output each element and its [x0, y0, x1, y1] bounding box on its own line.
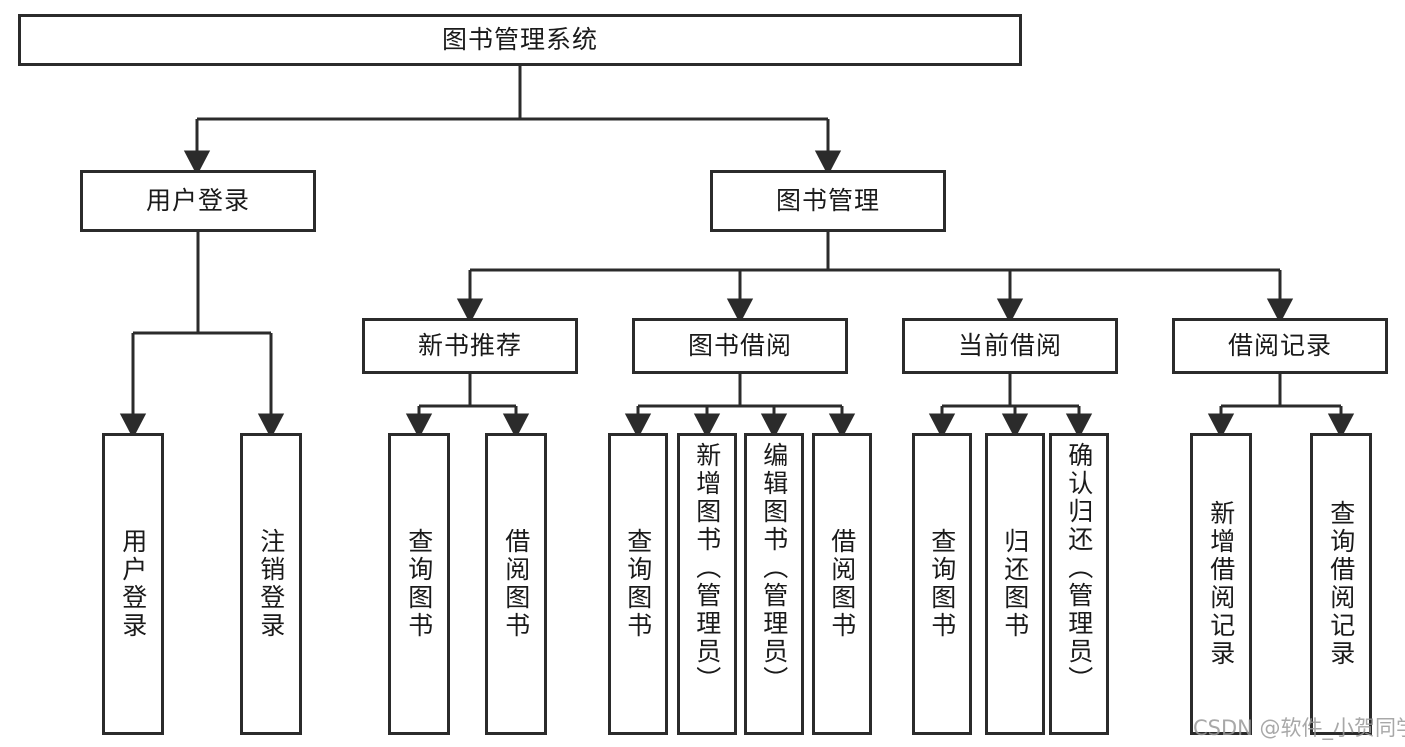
node-book-borrow[interactable]: 图书借阅	[632, 318, 848, 374]
leaf-query-book-current[interactable]: 查询图书	[912, 433, 972, 735]
leaf-query-book-borrow[interactable]: 查询图书	[608, 433, 668, 735]
node-label: 图书管理	[775, 186, 880, 216]
node-borrow-record[interactable]: 借阅记录	[1172, 318, 1388, 374]
leaf-user-login[interactable]: 用户登录	[102, 433, 164, 735]
node-label: 查询图书	[927, 528, 957, 640]
node-label: 查询借阅记录	[1326, 500, 1356, 668]
leaf-return-book[interactable]: 归还图书	[985, 433, 1045, 735]
edges-bookmanage-to-level3	[456, 232, 1294, 324]
node-label: 借阅图书	[501, 528, 531, 640]
edges-root-to-level2	[183, 66, 842, 176]
node-label: 归还图书	[1000, 528, 1030, 640]
node-label: 用户登录	[145, 186, 250, 216]
node-label: 查询图书	[623, 528, 653, 640]
node-book-manage[interactable]: 图书管理	[710, 170, 946, 232]
node-label: 当前借阅	[957, 331, 1062, 361]
node-label: 新增图书（管理员）	[692, 442, 722, 694]
edges-newbook-to-leaves	[405, 374, 530, 439]
node-label: 用户登录	[118, 528, 148, 640]
leaf-confirm-return-admin[interactable]: 确认归还（管理员）	[1049, 433, 1109, 735]
node-label: 新增借阅记录	[1206, 500, 1236, 668]
leaf-query-borrow-record[interactable]: 查询借阅记录	[1310, 433, 1372, 735]
node-label: 借阅记录	[1227, 331, 1332, 361]
node-label: 图书管理系统	[441, 25, 598, 55]
leaf-edit-book-admin[interactable]: 编辑图书（管理员）	[744, 433, 804, 735]
node-new-book-recommend[interactable]: 新书推荐	[362, 318, 578, 374]
node-label: 借阅图书	[827, 528, 857, 640]
leaf-borrow-book-new-book[interactable]: 借阅图书	[485, 433, 547, 735]
leaf-add-book-admin[interactable]: 新增图书（管理员）	[677, 433, 737, 735]
node-user-login[interactable]: 用户登录	[80, 170, 316, 232]
leaf-query-book-new-book[interactable]: 查询图书	[388, 433, 450, 735]
edges-bookborrow-to-leaves	[624, 374, 856, 439]
edges-borrowrecord-to-leaves	[1207, 374, 1355, 439]
leaf-add-borrow-record[interactable]: 新增借阅记录	[1190, 433, 1252, 735]
node-label: 确认归还（管理员）	[1064, 442, 1094, 694]
node-label: 查询图书	[404, 528, 434, 640]
node-label: 编辑图书（管理员）	[759, 442, 789, 694]
csdn-watermark: CSDN @软件_小贺同学	[1193, 716, 1405, 740]
leaf-borrow-book[interactable]: 借阅图书	[812, 433, 872, 735]
node-label: 图书借阅	[687, 331, 792, 361]
node-label: 注销登录	[256, 528, 286, 640]
node-label: 新书推荐	[417, 331, 522, 361]
edges-currentborrow-to-leaves	[928, 374, 1093, 439]
node-book-management-system[interactable]: 图书管理系统	[18, 14, 1022, 66]
edges-userlogin-to-leaves	[119, 232, 285, 439]
node-current-borrow[interactable]: 当前借阅	[902, 318, 1118, 374]
leaf-user-logout[interactable]: 注销登录	[240, 433, 302, 735]
